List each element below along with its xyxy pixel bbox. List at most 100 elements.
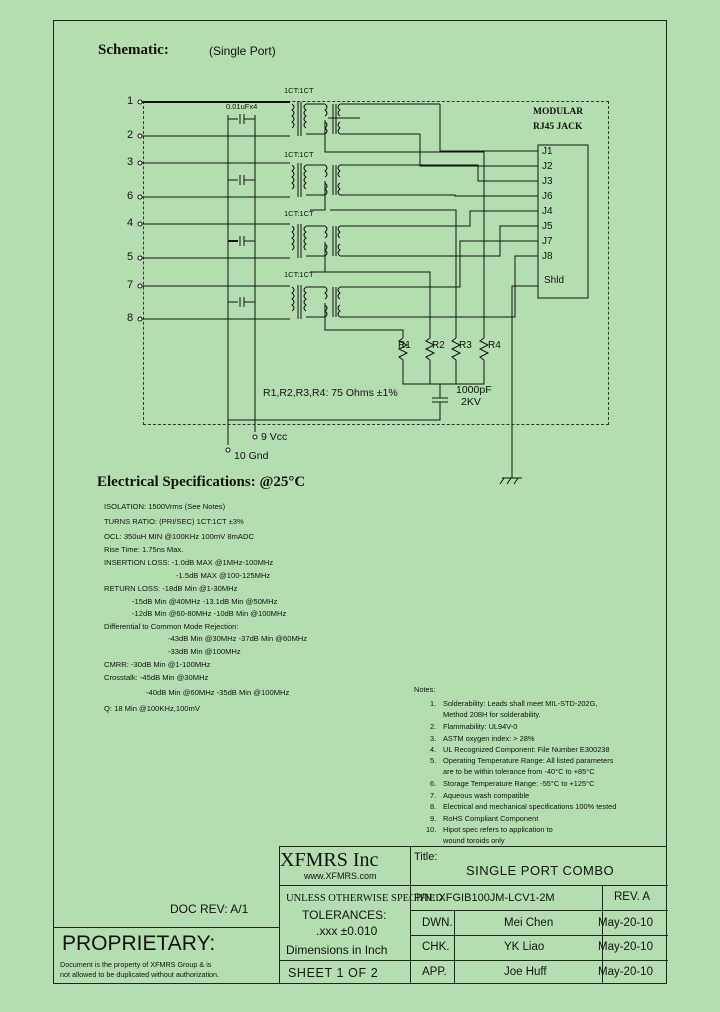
jack-pin-j5: J5	[542, 221, 553, 232]
spec-line: Differential to Common Mode Rejection:	[104, 622, 239, 631]
note-text: are to be within tolerance from -40°C to…	[443, 767, 595, 776]
note-text: RoHS Compliant Component	[443, 814, 539, 823]
checked-label: CHK.	[422, 941, 450, 953]
note-text: Solderability: Leads shall meet MIL-STD-…	[443, 699, 598, 708]
pin-label-3: 3	[127, 156, 134, 168]
jack-pin-j3: J3	[542, 176, 553, 187]
proprietary-title: PROPRIETARY:	[62, 932, 216, 955]
note-number: 3.	[430, 734, 437, 743]
connector-title-2: RJ45 JACK	[533, 122, 583, 132]
spec-line: -1.5dB MAX @100-125MHz	[176, 571, 271, 580]
resistor-value: R1,R2,R3,R4: 75 Ohms ±1%	[263, 387, 398, 399]
resistor-label-r1: R1	[398, 340, 411, 351]
pin-10-label: 10 Gnd	[234, 450, 269, 462]
transformer-label-3: 1CT:1CT	[284, 209, 314, 218]
jack-shield: Shld	[544, 275, 565, 286]
part-number: P/N: XFGIB100JM-LCV1-2M	[414, 892, 555, 904]
connector-title-1: MODULAR	[533, 107, 584, 117]
note-number: 1.	[430, 699, 437, 708]
note-text: Operating Temperature Range: All listed …	[443, 756, 614, 765]
drawn-date: May-20-10	[598, 917, 653, 929]
cap-label: 0.01uFx4	[226, 102, 258, 111]
note-number: 2.	[430, 722, 437, 731]
note-text: Hipot spec refers to application to	[443, 825, 553, 834]
doc-revision: DOC REV: A/1	[170, 902, 249, 916]
spec-line: -12dB Min @60-80MHz -10dB Min @100MHz	[132, 609, 287, 618]
tolerance-heading: UNLESS OTHERWISE SPECIFIED	[286, 893, 443, 904]
spec-line: CMRR: -30dB Min @1-100MHz	[104, 660, 211, 669]
checked-date: May-20-10	[598, 941, 653, 953]
note-text: Storage Temperature Range: -55°C to +125…	[443, 779, 595, 788]
jack-pin-j8: J8	[542, 251, 553, 262]
note-number: 8.	[430, 802, 437, 811]
resistor-label-r2: R2	[432, 340, 445, 351]
note-number: 7.	[430, 791, 437, 800]
proprietary-divider	[53, 927, 279, 928]
hv-cap-voltage: 2KV	[461, 396, 481, 408]
spec-line: -33dB Min @100MHz	[168, 647, 241, 656]
spec-line: ISOLATION: 1500Vrms (See Notes)	[104, 502, 226, 511]
drawing-title: SINGLE PORT COMBO	[466, 863, 615, 878]
proprietary-text: Document is the property of XFMRS Group …	[60, 960, 212, 969]
approved-by: Joe Huff	[504, 966, 547, 978]
spec-line: -40dB Min @60MHz -35dB Min @100MHz	[146, 688, 290, 697]
schematic-title: Schematic:	[98, 42, 169, 58]
title-block: XFMRS Inc www.XFMRS.com Title: SINGLE PO…	[279, 846, 668, 984]
spec-line: -15dB Min @40MHz -13.1dB Min @50MHz	[132, 597, 278, 606]
note-text: UL Recognized Component: File Number E30…	[443, 745, 610, 754]
pin-label-2: 2	[127, 129, 134, 141]
spec-line: Rise Time: 1.75ns Max.	[104, 545, 184, 554]
note-number: 10.	[426, 825, 437, 834]
jack-pin-j1: J1	[542, 146, 553, 157]
note-text: Flammability: UL94V-0	[443, 722, 518, 731]
spec-line: RETURN LOSS: -18dB Min @1-30MHz	[104, 584, 238, 593]
note-text: Electrical and mechanical specifications…	[443, 802, 617, 811]
drawn-label: DWN.	[422, 917, 453, 929]
schematic-subtitle: (Single Port)	[209, 44, 276, 58]
company-name: XFMRS Inc	[280, 849, 379, 871]
note-number: 9.	[430, 814, 437, 823]
approved-date: May-20-10	[598, 966, 653, 978]
note-text: wound toroids only	[443, 836, 505, 845]
sheet-number: SHEET 1 OF 2	[288, 966, 379, 980]
spec-line: Q: 18 Min @100KHz,100mV	[104, 704, 200, 713]
revision: REV. A	[614, 891, 651, 903]
spec-line: -43dB Min @30MHz -37dB Min @60MHz	[168, 634, 308, 643]
jack-pin-j6: J6	[542, 191, 553, 202]
pin-label-1: 1	[127, 95, 134, 107]
note-number: 4.	[430, 745, 437, 754]
company-website: www.XFMRS.com	[304, 871, 377, 881]
drawn-by: Mei Chen	[504, 917, 554, 929]
proprietary-text: not allowed to be duplicated without aut…	[60, 970, 220, 979]
pin-9-label: 9 Vcc	[261, 431, 288, 443]
hv-cap-value: 1000pF	[456, 384, 492, 396]
spec-line: TURNS RATIO: (PRI/SEC) 1CT:1CT ±3%	[104, 517, 244, 526]
note-number: 5.	[430, 756, 437, 765]
schematic-diagram	[137, 99, 589, 485]
spec-line: Crosstalk: -45dB Min @30MHz	[104, 673, 209, 682]
pin-label-6: 6	[127, 190, 134, 202]
note-text: Aqueous wash compatible	[443, 791, 530, 800]
spec-line: INSERTION LOSS: -1.0dB MAX @1MHz-100MHz	[104, 558, 274, 567]
jack-pin-j7: J7	[542, 236, 553, 247]
title-label: Title:	[414, 851, 438, 863]
pin-label-5: 5	[127, 251, 134, 263]
specs-title: Electrical Specifications: @25°C	[97, 474, 306, 490]
transformer-label-1: 1CT:1CT	[284, 86, 314, 95]
note-text: Method 208H for solderability.	[443, 710, 541, 719]
pin-label-7: 7	[127, 279, 134, 291]
notes-title: Notes:	[414, 685, 436, 694]
tolerance-label: TOLERANCES:	[302, 908, 387, 922]
resistor-label-r3: R3	[459, 340, 472, 351]
jack-pin-j4: J4	[542, 206, 553, 217]
schematic-dashed-boundary	[143, 101, 609, 425]
spec-line: OCL: 350uH MIN @100KHz 100mV 8mADC	[104, 532, 254, 541]
resistor-label-r4: R4	[488, 340, 501, 351]
transformer-label-2: 1CT:1CT	[284, 150, 314, 159]
pin-label-8: 8	[127, 312, 134, 324]
note-text: ASTM oxygen index: > 28%	[443, 734, 535, 743]
dimension-units: Dimensions in Inch	[286, 943, 388, 957]
jack-pin-j2: J2	[542, 161, 553, 172]
transformer-label-4: 1CT:1CT	[284, 270, 314, 279]
tolerance-value: .xxx ±0.010	[316, 924, 378, 938]
